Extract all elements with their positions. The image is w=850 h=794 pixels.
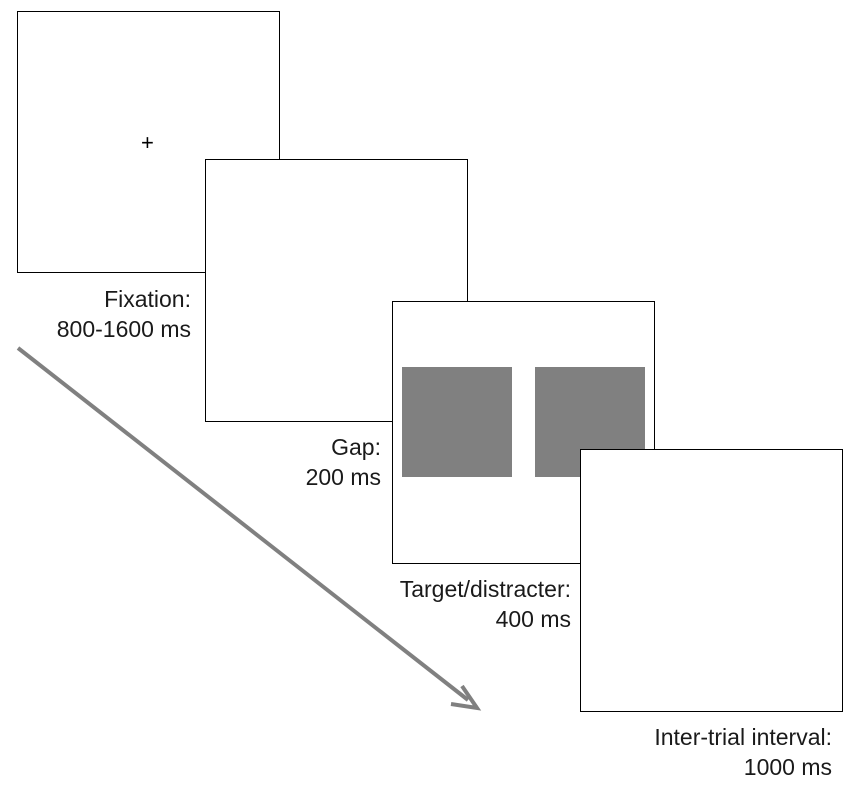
iti-label-duration: 1000 ms xyxy=(743,754,832,780)
gap-label-name: Gap: xyxy=(331,434,381,460)
time-arrow-head xyxy=(450,684,482,711)
target-label-duration: 400 ms xyxy=(495,606,571,632)
fixation-label: Fixation: 800-1600 ms xyxy=(57,284,191,344)
gap-label: Gap: 200 ms xyxy=(306,432,381,492)
gap-label-duration: 200 ms xyxy=(305,464,381,490)
target-label-name: Target/distracter: xyxy=(399,576,571,602)
inter-trial-interval-label: Inter-trial interval: 1000 ms xyxy=(654,722,832,782)
iti-label-name: Inter-trial interval: xyxy=(654,724,832,750)
fixation-label-name: Fixation: xyxy=(104,286,191,312)
fixation-label-duration: 800-1600 ms xyxy=(56,316,191,342)
inter-trial-interval-screen xyxy=(580,449,843,712)
fixation-cross: + xyxy=(141,130,154,155)
left-stimulus-square xyxy=(402,367,512,477)
target-label: Target/distracter: 400 ms xyxy=(400,574,571,634)
